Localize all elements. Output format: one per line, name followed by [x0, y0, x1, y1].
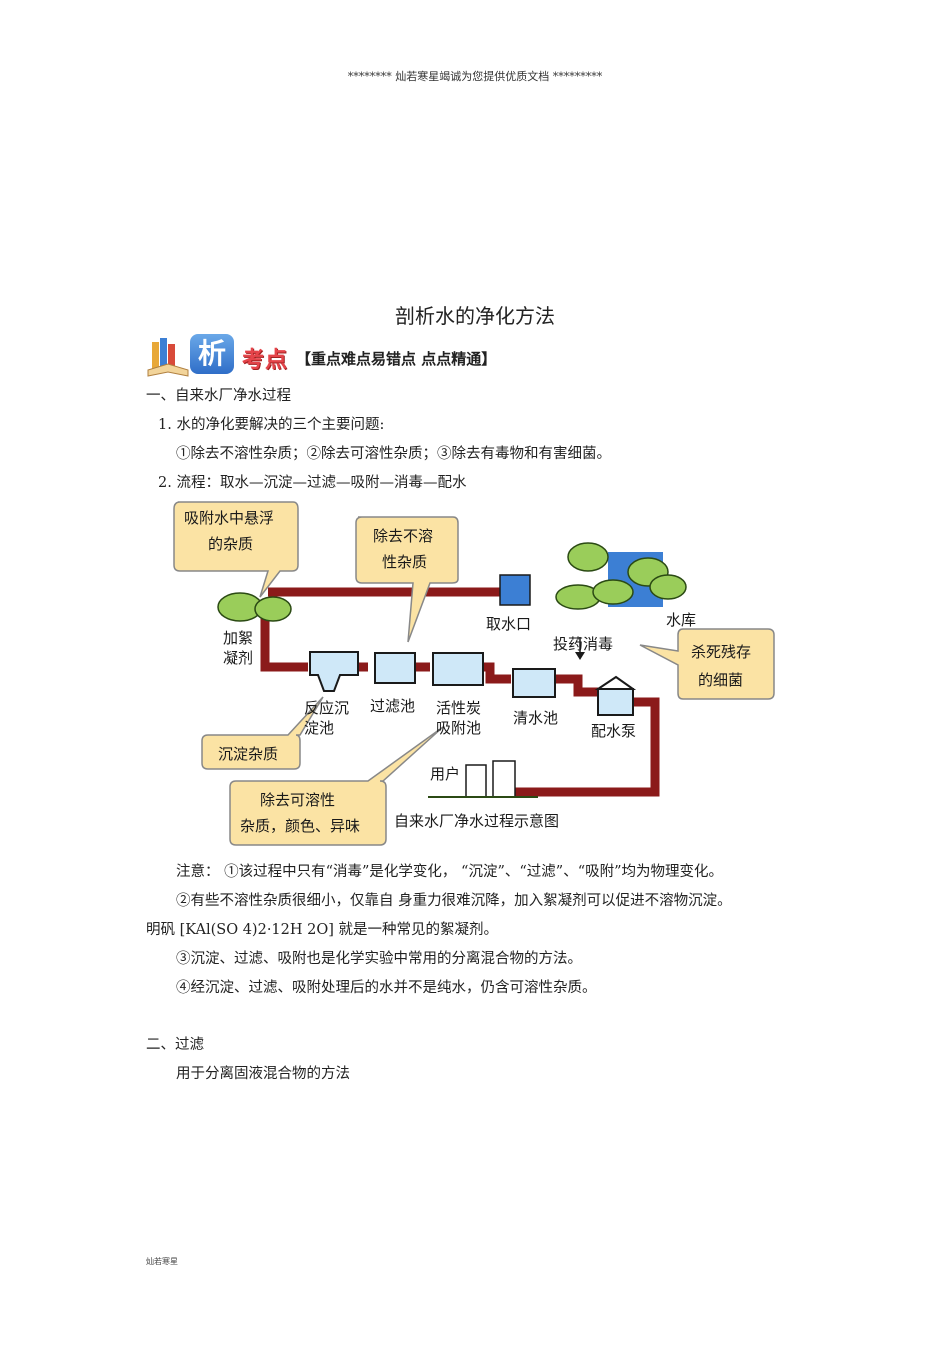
bubble-insoluble-line2: 性杂质: [382, 553, 428, 571]
note-3: ③沉淀、过滤、吸附也是化学实验中常用的分离混合物的方法。: [176, 951, 582, 967]
label-tank-carbon-line1: 活性炭: [436, 699, 482, 717]
bubble-bacteria-line2: 的细菌: [698, 671, 744, 689]
section1-item1: 1. 水的净化要解决的三个主要问题:: [158, 417, 385, 433]
label-intake: 取水口: [486, 615, 532, 633]
label-tank-sediment-line1: 反应沉: [304, 699, 350, 717]
label-coagulant-line2: 凝剂: [223, 649, 254, 667]
section1-item2: 2. 流程：取水—沉淀—过滤—吸附—消毒—配水: [158, 475, 467, 491]
bubble-insoluble-line1: 除去不溶: [373, 527, 434, 545]
note-2: ②有些不溶性杂质很细小，仅靠自 身重力很难沉降，加入絮凝剂可以促进不溶物沉淀。: [176, 893, 732, 909]
section1-item1-detail: ①除去不溶性杂质；②除去可溶性杂质；③除去有毒物和有害细菌。: [176, 446, 611, 462]
section2-heading: 二、过滤: [146, 1037, 204, 1053]
label-tank-filter: 过滤池: [370, 697, 416, 715]
banner-tagline: 【重点难点易错点 点点精通】: [296, 350, 497, 368]
bubble-soluble-line1: 除去可溶性: [260, 791, 336, 809]
label-user: 用户: [430, 765, 461, 783]
books-icon: [147, 338, 189, 377]
bubble-bacteria-line1: 杀死残存: [691, 643, 752, 661]
banner-xi-badge: 析: [190, 334, 234, 374]
label-tank-carbon-line2: 吸附池: [436, 719, 482, 737]
section-banner: 析 考点 【重点难点易错点 点点精通】: [146, 332, 526, 380]
bubble-sediment: 沉淀杂质: [218, 745, 279, 763]
label-coagulant-line1: 加絮: [223, 629, 254, 647]
page-title: 剖析水的净化方法: [395, 304, 555, 328]
note-4: ④经沉淀、过滤、吸附处理后的水并不是纯水，仍含可溶性杂质。: [176, 980, 597, 996]
label-pump: 配水泵: [591, 722, 637, 740]
bubble-adsorb-line2: 的杂质: [208, 535, 254, 553]
bubble-soluble-line2: 杂质，颜色、异味: [240, 817, 361, 835]
label-reservoir: 水库: [666, 611, 697, 629]
label-tank-sediment-line2: 淀池: [304, 719, 335, 737]
water-treatment-diagram: 吸附水中悬浮 的杂质 除去不溶 性杂质 杀死残存 的细菌 沉淀杂质 除去可溶性 …: [168, 497, 780, 847]
section1-heading: 一、自来水厂净水过程: [146, 388, 291, 404]
note-1: 注意： ①该过程中只有“消毒”是化学变化， “沉淀”、“过滤”、“吸附”均为物理…: [176, 864, 724, 880]
label-tank-clean: 清水池: [513, 709, 559, 727]
diagram-graphics: [173, 501, 775, 846]
bubble-adsorb-line1: 吸附水中悬浮: [184, 509, 275, 527]
page-footer: 灿若寒星: [146, 1257, 178, 1266]
banner-kaodian: 考点: [242, 348, 289, 373]
note-2-alum: 明矾 [KAl(SO 4)2·12H 2O] 就是一种常见的絮凝剂。: [146, 922, 499, 938]
diagram-caption: 自来水厂净水过程示意图: [394, 812, 560, 830]
section2-line1: 用于分离固液混合物的方法: [176, 1066, 350, 1082]
page-header: ******** 灿若寒星竭诚为您提供优质文档 *********: [347, 70, 603, 83]
label-disinfect: 投药消毒: [553, 635, 614, 653]
